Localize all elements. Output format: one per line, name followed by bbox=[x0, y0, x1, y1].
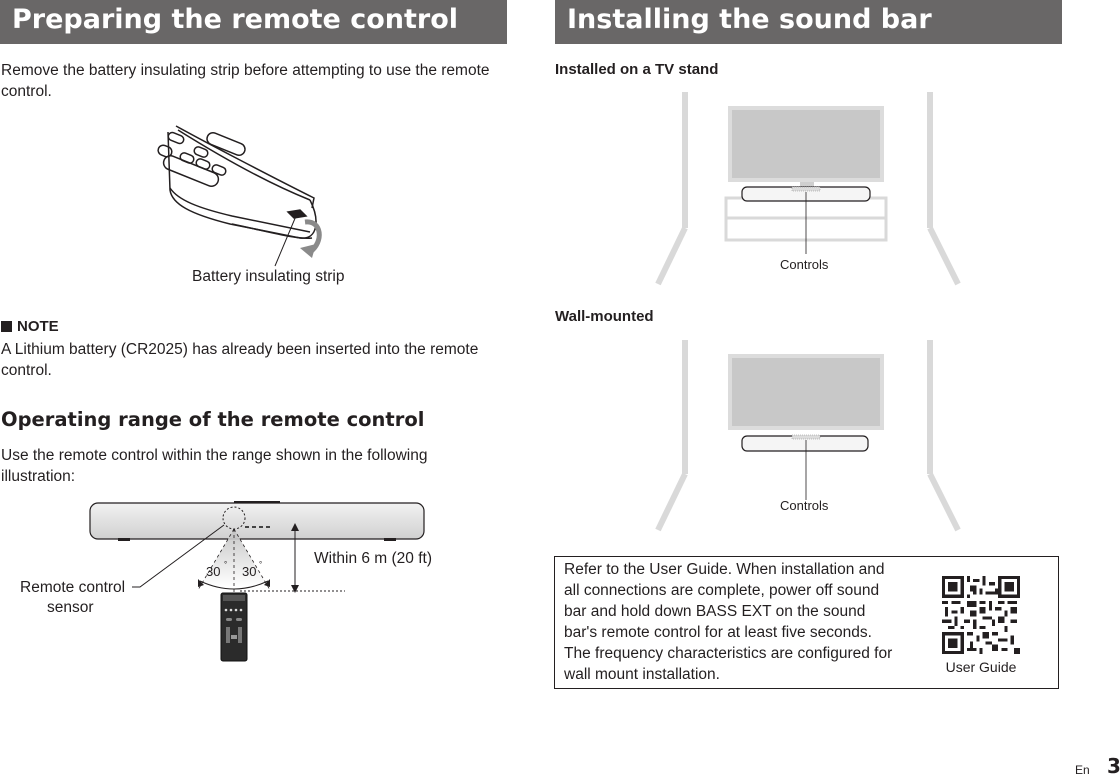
remote-battery-illustration bbox=[157, 125, 322, 267]
wall-mounted-controls-label: Controls bbox=[780, 498, 829, 513]
user-guide-note-text: Refer to the User Guide. When installati… bbox=[564, 561, 893, 683]
page-number: 3 bbox=[1107, 754, 1120, 778]
qr-caption: User Guide bbox=[945, 659, 1017, 675]
sensor-label-line1: Remote control bbox=[20, 579, 125, 596]
tv-stand-controls-label: Controls bbox=[780, 257, 829, 272]
angle-right-label: 30 bbox=[242, 564, 256, 579]
page-language: En bbox=[1075, 763, 1090, 777]
wall-mounted-title: Wall-mounted bbox=[555, 308, 654, 325]
distance-label: Within 6 m (20 ft) bbox=[314, 550, 432, 567]
note-paragraph: A Lithium battery (CR2025) has already b… bbox=[1, 341, 479, 379]
angle-left-label: 30 bbox=[206, 564, 220, 579]
left-column: Preparing the remote control bbox=[0, 0, 507, 44]
sensor-label-line2: sensor bbox=[47, 599, 94, 616]
tv-stand-title: Installed on a TV stand bbox=[555, 61, 719, 78]
note-square-icon bbox=[1, 321, 12, 332]
note-heading: NOTE bbox=[1, 318, 59, 335]
section-banner-preparing: Preparing the remote control bbox=[0, 0, 507, 44]
section-banner-installing: Installing the sound bar bbox=[555, 0, 1062, 44]
tv-stand-illustration: Controls bbox=[655, 92, 961, 286]
svg-text:°: ° bbox=[259, 560, 262, 569]
range-heading: Operating range of the remote control bbox=[1, 408, 425, 431]
note-heading-text: NOTE bbox=[17, 318, 59, 335]
battery-strip-label: Battery insulating strip bbox=[192, 268, 345, 285]
svg-text:°: ° bbox=[224, 560, 227, 569]
intro-paragraph: Remove the battery insulating strip befo… bbox=[1, 62, 490, 100]
wall-mounted-illustration: Controls bbox=[655, 340, 961, 532]
right-column: Installing the sound bar bbox=[555, 0, 1062, 44]
qr-code-icon bbox=[942, 576, 1020, 654]
range-illustration: 30 30 ° ° Within 6 m (20 ft) Remote cont… bbox=[20, 501, 432, 662]
range-paragraph: Use the remote control within the range … bbox=[1, 447, 428, 485]
user-guide-note-box: Refer to the User Guide. When installati… bbox=[554, 556, 1059, 689]
